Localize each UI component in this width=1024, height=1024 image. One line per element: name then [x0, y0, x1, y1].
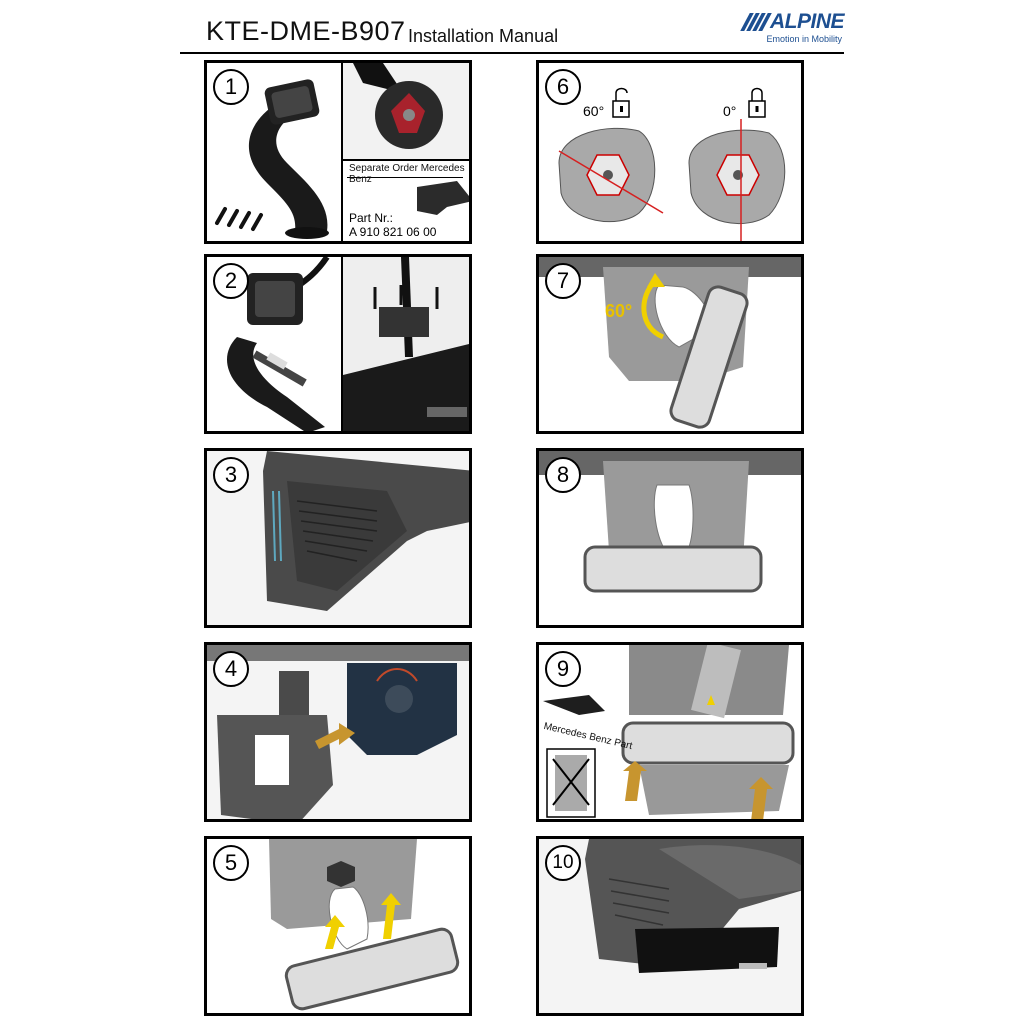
- step-6-panel: 6 60° 0°: [536, 60, 804, 244]
- step-8-panel: 8: [536, 448, 804, 628]
- installed-mirror-illustration: [539, 839, 801, 1013]
- cover-reinstall-illustration: [539, 645, 801, 819]
- step-7-panel: 7 60°: [536, 254, 804, 434]
- left-unlock-angle: 60°: [583, 103, 605, 119]
- rotate-mirror-illustration: [539, 257, 801, 431]
- logo-stripes-icon: [740, 13, 772, 31]
- step-2-number: 2: [213, 263, 249, 299]
- part-number-value: A 910 821 06 00: [349, 225, 437, 239]
- step-1-panel: 1 Separate Order Mercedes Benz Part Nr.:…: [204, 60, 472, 244]
- step-9-panel: 9 Mercedes Benz Part: [536, 642, 804, 822]
- unlock-icon: [612, 87, 630, 118]
- rotation-angle-label: 60°: [605, 301, 633, 321]
- mirror-aligned-illustration: [539, 451, 801, 625]
- lock-icon: [748, 87, 766, 118]
- mirror-housing-illustration: [207, 451, 469, 625]
- logo-tagline: Emotion in Mobility: [766, 34, 842, 44]
- bracket-illustration: [215, 79, 329, 239]
- cover-removal-illustration: [207, 645, 469, 819]
- mirror-attach-illustration: [207, 839, 469, 1013]
- step-10-panel: 10: [536, 836, 804, 1016]
- separate-order-label: Separate Order Mercedes Benz: [349, 163, 465, 185]
- camera-mount-photo: [343, 257, 469, 431]
- mount-base-photo: [343, 63, 469, 159]
- mercedes-cover-part: [417, 181, 469, 215]
- part-number-label: Part Nr.:: [349, 211, 394, 225]
- right-lock-angle: 0°: [723, 103, 737, 119]
- logo-word: ALPINE: [769, 10, 845, 33]
- manual-title: Installation Manual: [408, 26, 559, 46]
- wiring-illustration: [227, 257, 330, 431]
- step-6-number: 6: [545, 69, 581, 105]
- page-header: KTE-DME-B907 Installation Manual ALPINE …: [180, 8, 845, 54]
- step-1-number: 1: [213, 69, 249, 105]
- alpine-logo: ALPINE Emotion in Mobility: [712, 10, 845, 50]
- step-4-panel: 4: [204, 642, 472, 822]
- step-2-panel: 2: [204, 254, 472, 434]
- step-9-number: 9: [545, 651, 581, 687]
- step-3-panel: 3: [204, 448, 472, 628]
- step-4-number: 4: [213, 651, 249, 687]
- locking-angle-illustration: [558, 87, 786, 241]
- step-7-number: 7: [545, 263, 581, 299]
- step-5-panel: 5: [204, 836, 472, 1016]
- step-3-number: 3: [213, 457, 249, 493]
- model-number: KTE-DME-B907: [206, 16, 406, 46]
- step-5-number: 5: [213, 845, 249, 881]
- step-10-number: 10: [545, 845, 581, 881]
- step-8-number: 8: [545, 457, 581, 493]
